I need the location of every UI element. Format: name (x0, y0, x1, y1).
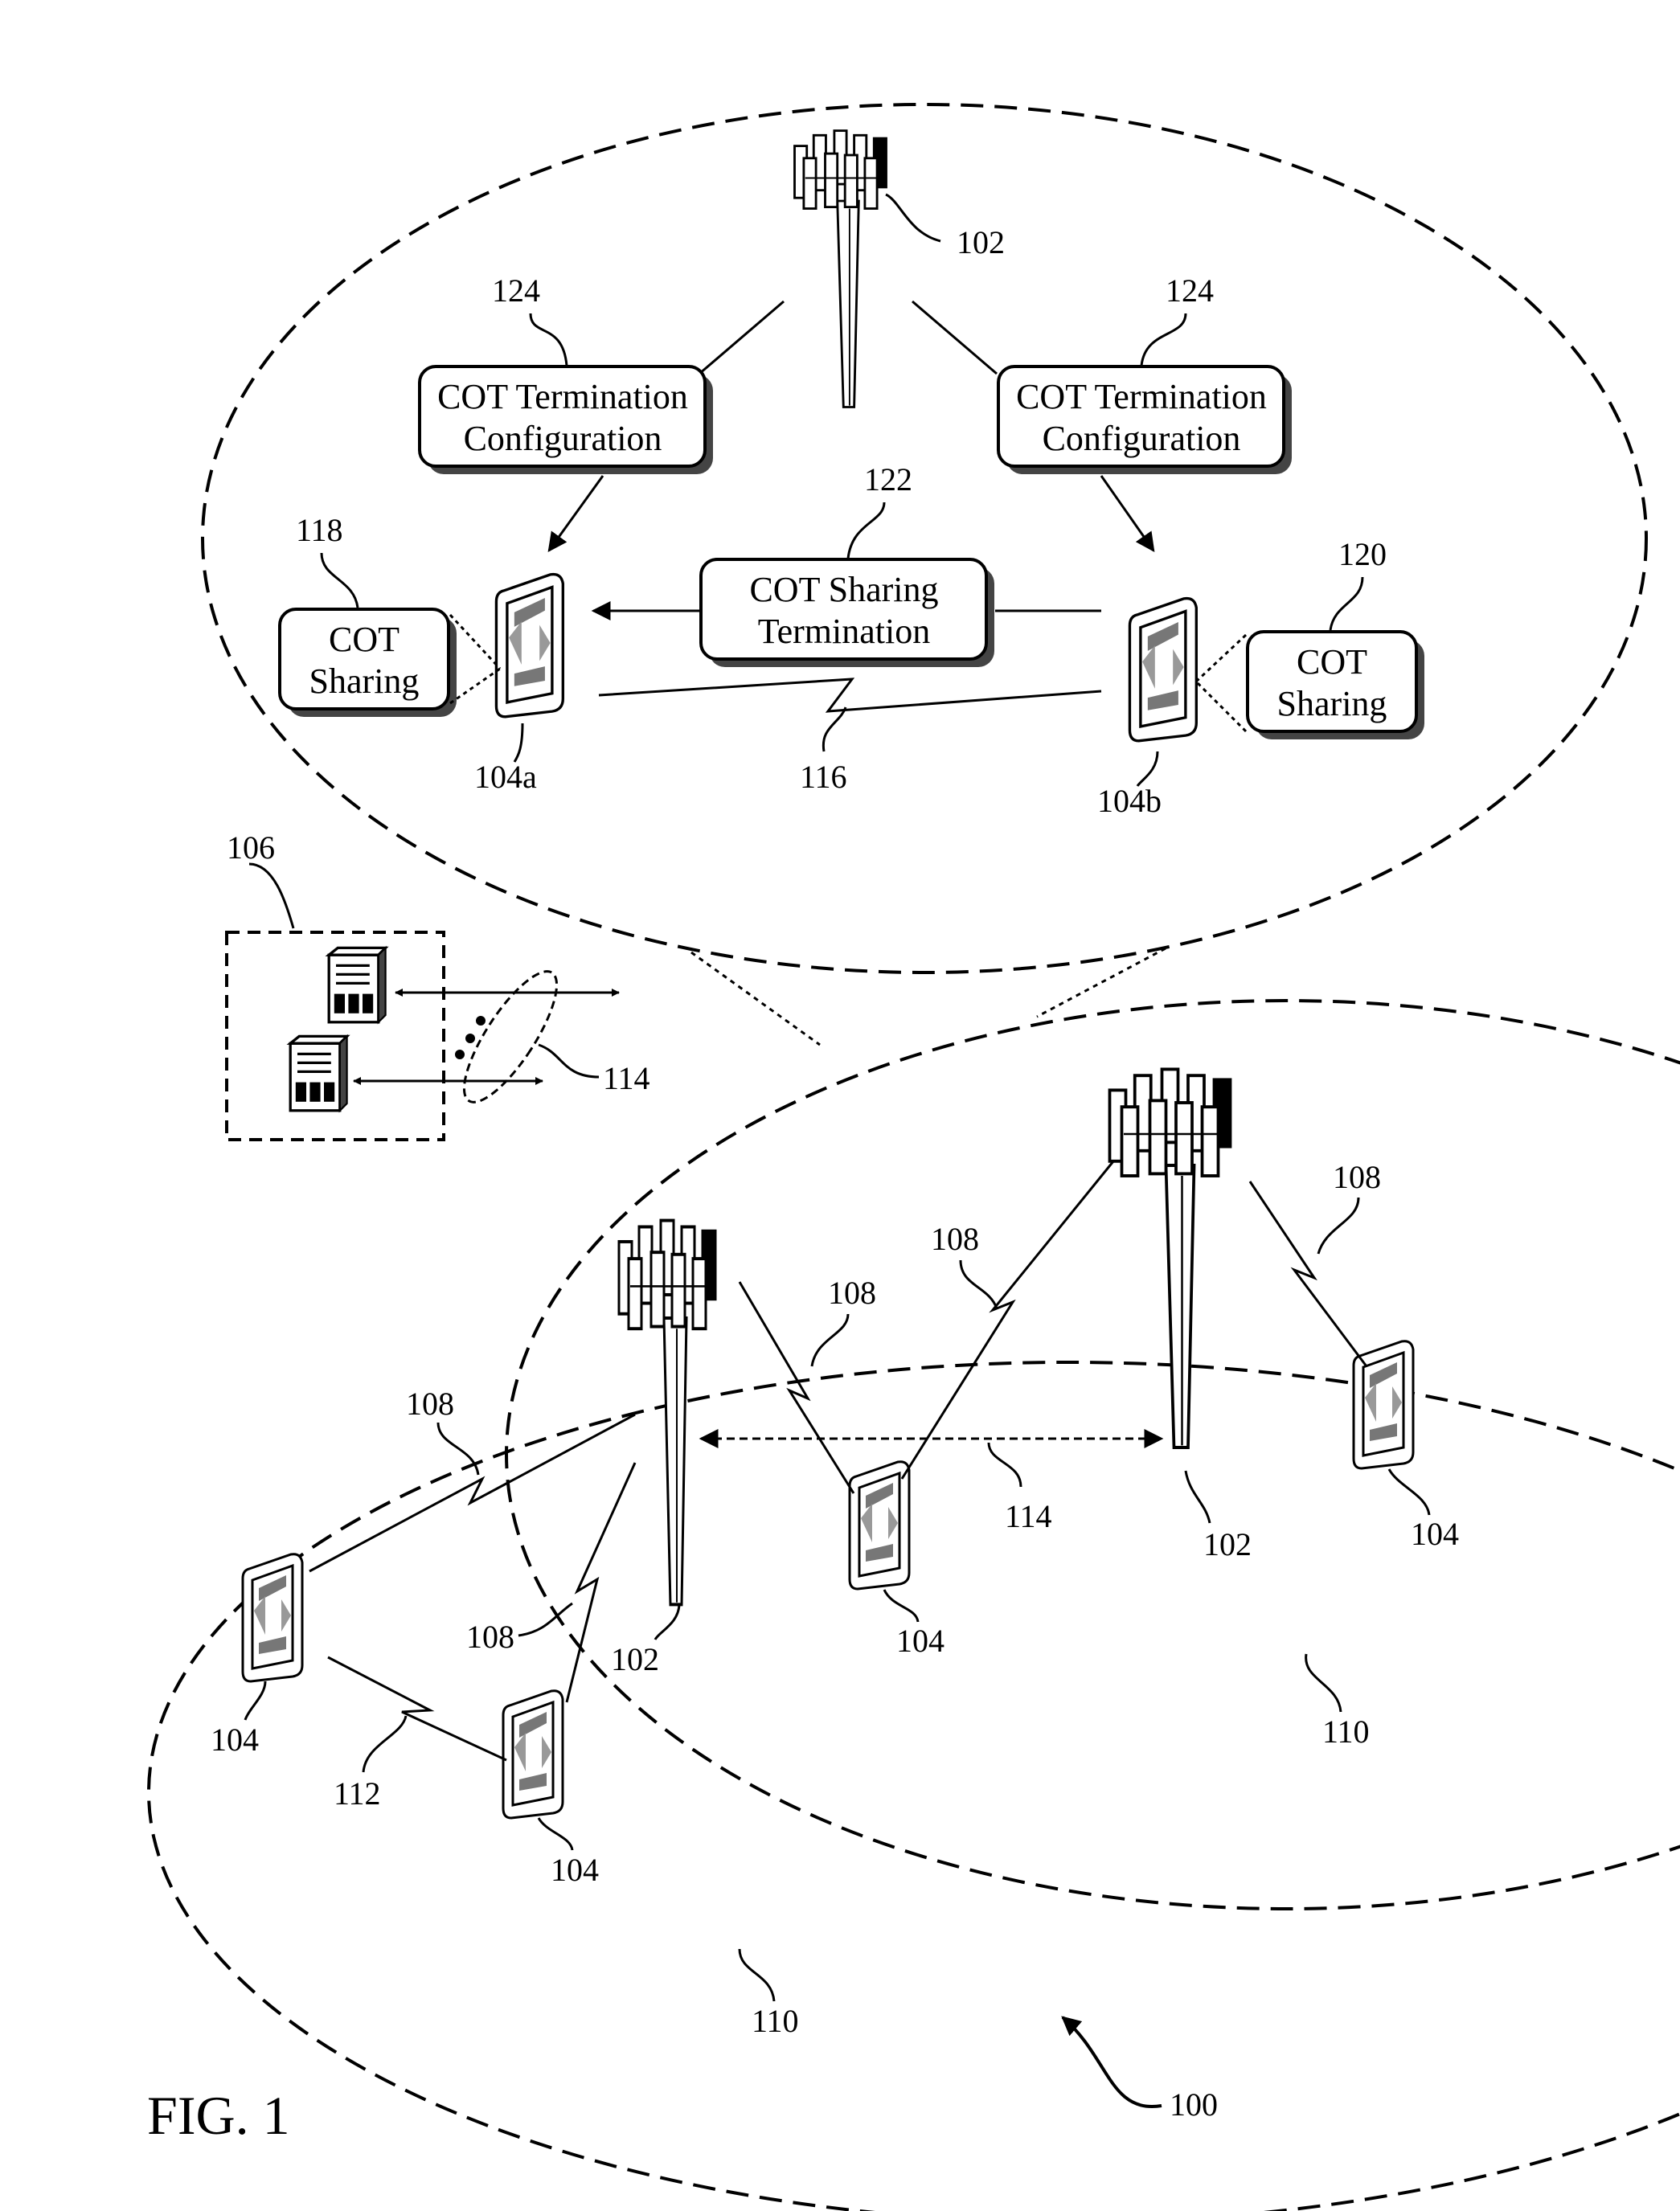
ref-104-bottom: 104 (551, 1852, 599, 1888)
ref-108-center: 108 (828, 1275, 876, 1311)
ref-102-left: 102 (611, 1641, 659, 1677)
cot-termination-config-box-right: COT Termination Configuration (997, 365, 1292, 474)
user-equipment-icon-104a (494, 572, 565, 719)
ref-114-core: 114 (603, 1060, 650, 1096)
ref-122: 122 (864, 461, 912, 497)
ref-104-far-left: 104 (211, 1722, 259, 1758)
ref-120: 120 (1338, 536, 1387, 572)
cot-termination-config-box-left: COT Termination Configuration (418, 365, 713, 474)
ref-base-station-inset: 102 (957, 224, 1005, 260)
link-108-left-lower (565, 1462, 637, 1703)
ref-ue-a: 104a (474, 759, 537, 795)
svg-text:COT Sharing: COT Sharing (749, 570, 938, 609)
ref-102-right: 102 (1203, 1526, 1252, 1562)
user-equipment-icon-bottom (502, 1689, 564, 1820)
core-network-box (225, 931, 445, 1141)
inset-coverage-ellipse (201, 103, 1648, 974)
ref-124-right: 124 (1166, 272, 1214, 309)
sidelink-116 (598, 678, 1102, 713)
link-108-left-upper (309, 1413, 636, 1573)
ref-110-bottom: 110 (752, 2003, 799, 2039)
ref-110-right: 110 (1322, 1714, 1370, 1750)
ref-100: 100 (1170, 2086, 1218, 2123)
link-108-center-right (900, 1161, 1115, 1480)
ref-108-left-upper: 108 (406, 1386, 454, 1422)
ref-108-right: 108 (1333, 1159, 1381, 1195)
ref-ue-b: 104b (1097, 783, 1162, 819)
user-equipment-icon-far-left (241, 1553, 304, 1683)
user-equipment-icon-center (848, 1460, 911, 1591)
svg-text:COT: COT (329, 620, 400, 659)
ref-114-bs: 114 (1005, 1498, 1052, 1534)
ref-118: 118 (296, 512, 343, 548)
svg-text:COT Termination: COT Termination (1016, 377, 1267, 416)
svg-text:COT: COT (1297, 642, 1367, 682)
ref-104-center: 104 (896, 1623, 944, 1659)
svg-text:Configuration: Configuration (1043, 419, 1241, 458)
inset-zoom-line-left (690, 951, 821, 1046)
link-108-right (1248, 1181, 1368, 1367)
ref-124-left: 124 (492, 272, 540, 309)
ref-106: 106 (227, 829, 275, 866)
user-equipment-icon-104b (1128, 596, 1198, 743)
link-108-center (738, 1281, 855, 1494)
ref-108-left-lower: 108 (466, 1619, 514, 1655)
svg-text:Sharing: Sharing (1277, 684, 1387, 723)
ref-104-right: 104 (1411, 1516, 1459, 1552)
backhaul-group-ellipse (462, 970, 559, 1103)
svg-text:Termination: Termination (758, 612, 930, 651)
coverage-area-right (505, 999, 1680, 1910)
cot-sharing-box-right: COT Sharing (1246, 630, 1424, 739)
figure-label: FIG. 1 (147, 2085, 290, 2146)
cell-tower-icon-right (1108, 1067, 1232, 1449)
ref-108-center-right: 108 (931, 1221, 979, 1257)
svg-text:Sharing: Sharing (309, 661, 420, 701)
cot-sharing-termination-box: COT Sharing Termination (699, 558, 994, 667)
cell-tower-icon (793, 129, 887, 408)
server-icon-1 (327, 946, 387, 1024)
coverage-area-bottom (147, 1361, 1680, 2211)
ref-112: 112 (334, 1775, 381, 1812)
cot-sharing-box-left: COT Sharing (278, 608, 457, 717)
ref-116: 116 (800, 759, 847, 795)
server-icon-2 (289, 1034, 349, 1112)
svg-text:Configuration: Configuration (464, 419, 662, 458)
svg-text:COT Termination: COT Termination (437, 377, 688, 416)
sidelink-112 (327, 1656, 507, 1762)
